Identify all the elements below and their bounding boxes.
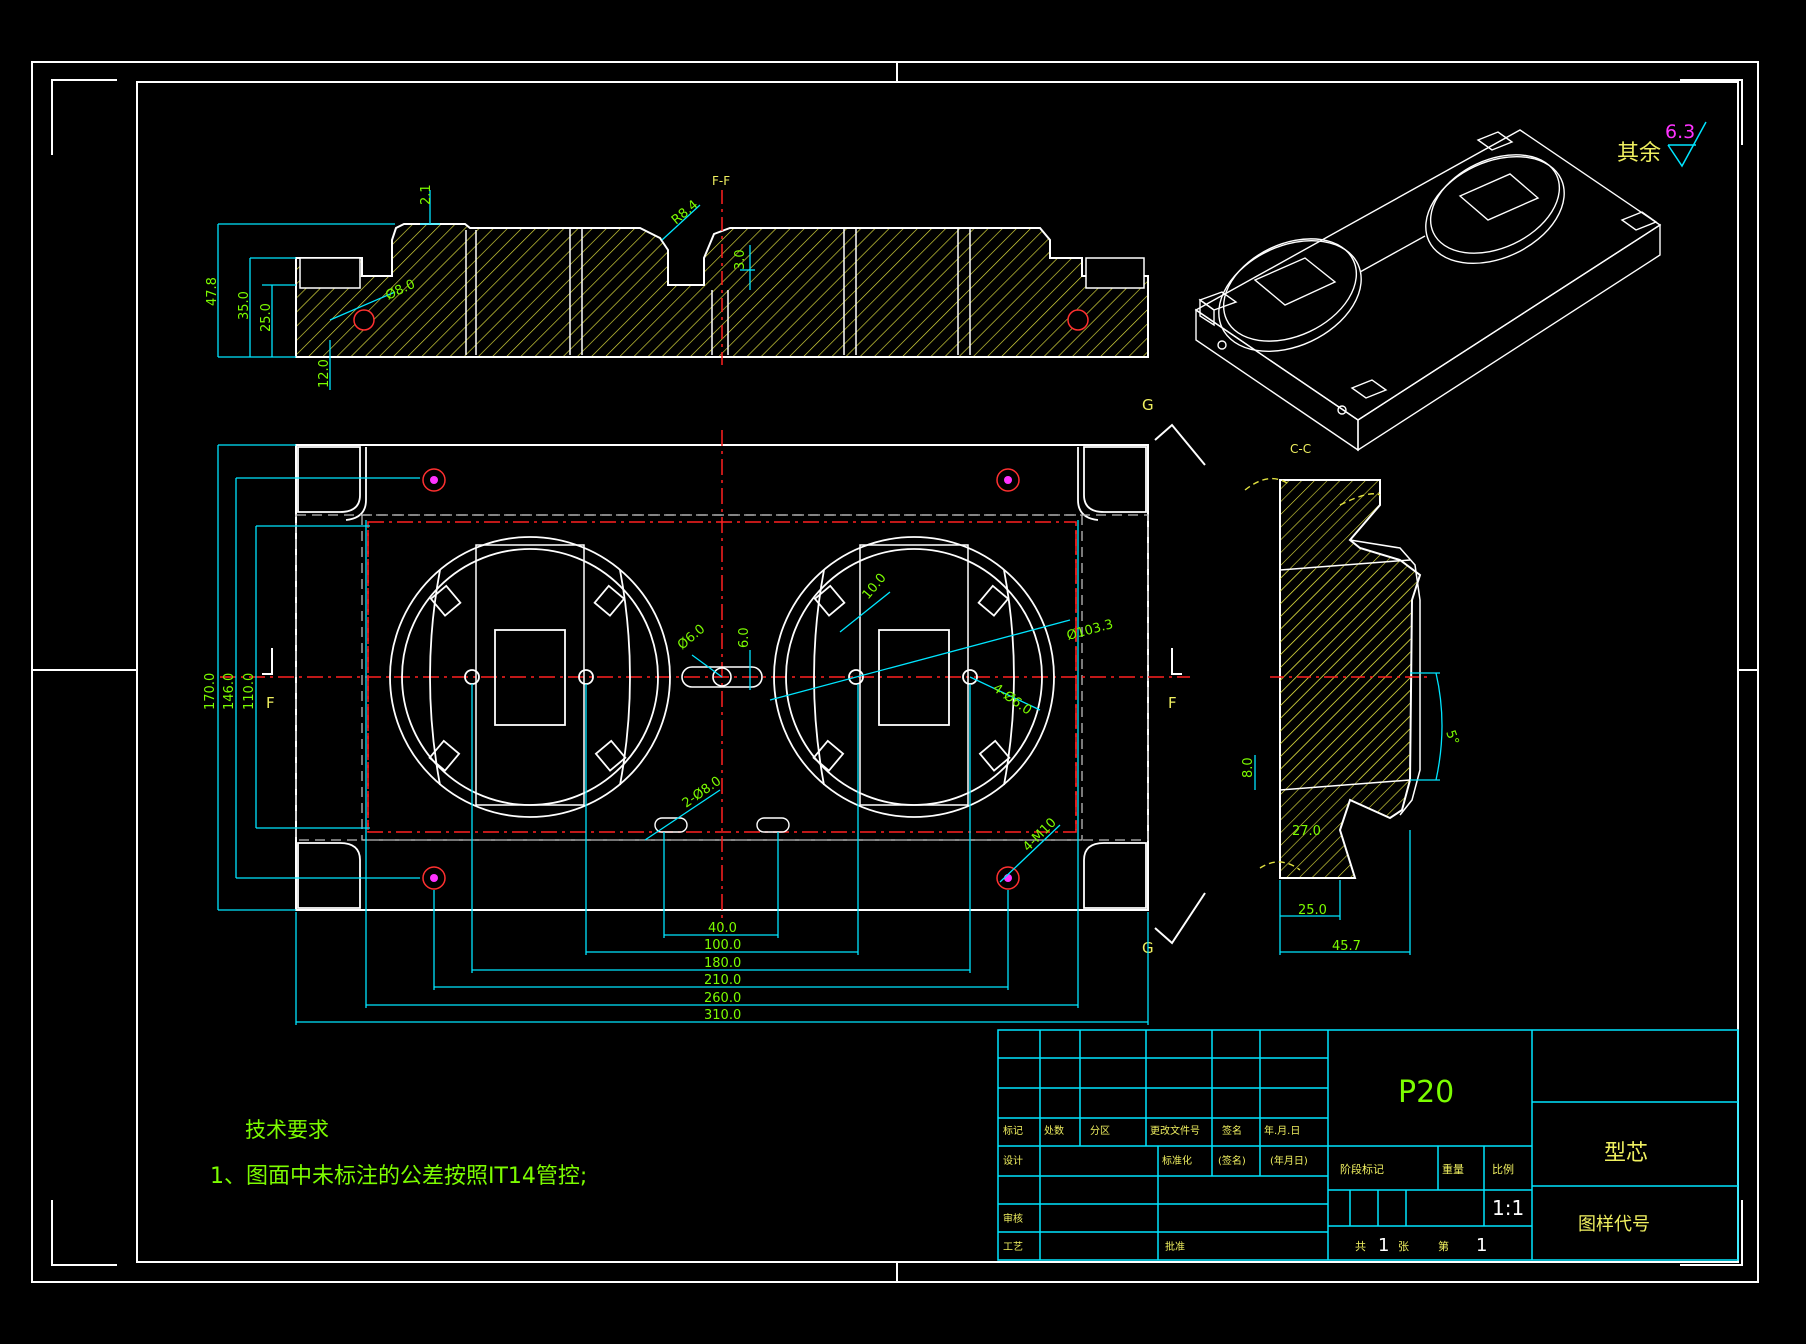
title-block-text: P20 型芯 图样代号 1:1 比例 重量 阶段标记 共 1 张 第 1 标记 … (1003, 1075, 1650, 1256)
title-standardization: 标准化 (1162, 1154, 1192, 1167)
title-design: 设计 (1003, 1154, 1023, 1167)
title-process: 工艺 (1003, 1241, 1023, 1253)
section-label-f-right: F (1168, 694, 1177, 712)
title-block (997, 1029, 1739, 1261)
dim-12-0: 12.0 (317, 359, 332, 388)
section-label-ff: F-F (712, 174, 730, 188)
dim-170: 170.0 (203, 673, 218, 710)
title-row-header-5: 签名 (1222, 1124, 1242, 1137)
title-sheet-total: 1 (1378, 1235, 1389, 1256)
section-label-g-top: G (1142, 396, 1154, 414)
roughness-symbol: 其余 6.3 (1617, 121, 1707, 168)
title-date: (年月日) (1270, 1154, 1308, 1167)
title-row-header-6: 年.月.日 (1264, 1124, 1300, 1137)
technical-requirements: 技术要求 1、图面中未标注的公差按照IT14管控; (210, 1118, 587, 1189)
dim-180: 180.0 (704, 956, 741, 971)
cc-dim-45-7: 45.7 (1332, 939, 1361, 954)
cc-dim-27: 27.0 (1292, 824, 1321, 839)
title-review: 审核 (1003, 1212, 1023, 1225)
callout-10: 10.0 (860, 571, 890, 603)
cc-dim-8: 8.0 (1241, 757, 1256, 778)
cc-dim-25: 25.0 (1298, 903, 1327, 918)
callout-2-dia-8: 2-Ø8.0 (680, 774, 725, 811)
dim-2-1: 2.1 (419, 184, 434, 205)
title-row-header-4: 更改文件号 (1150, 1124, 1200, 1137)
title-scale: 1:1 (1492, 1196, 1524, 1220)
dim-47-8: 47.8 (205, 277, 220, 306)
title-row-header-3: 分区 (1090, 1125, 1110, 1137)
dim-100: 100.0 (704, 938, 741, 953)
dim-210: 210.0 (704, 973, 741, 988)
cc-dim-angle: 5° (1442, 728, 1461, 747)
tech-req-item-1: 1、图面中未标注的公差按照IT14管控; (210, 1164, 587, 1189)
callout-4-m10: 4-M10 (1020, 815, 1059, 854)
callout-6: 6.0 (737, 627, 752, 648)
title-material: P20 (1398, 1075, 1454, 1110)
dim-146: 146.0 (222, 673, 237, 710)
title-sheet-no: 1 (1476, 1235, 1487, 1256)
title-stage-label: 阶段标记 (1340, 1162, 1384, 1176)
dim-40: 40.0 (708, 921, 737, 936)
title-sheet-no-label: 第 (1438, 1239, 1449, 1253)
plan-view: G G F F 170.0 146.0 110.0 (203, 396, 1206, 1025)
title-drawing-number-label: 图样代号 (1578, 1214, 1650, 1235)
section-ff-view: 2.1 R8.4 3.0 47.8 35.0 25.0 Ø8.0 12.0 F-… (205, 174, 1149, 390)
dim-25-0: 25.0 (259, 303, 274, 332)
dim-110: 110.0 (242, 673, 257, 710)
callout-dia-103: Ø103.3 (1065, 617, 1115, 644)
dim-r8-4: R8.4 (669, 197, 701, 228)
callout-4-dia-6: 4-Ø6.0 (990, 681, 1035, 718)
dim-260: 260.0 (704, 991, 741, 1006)
section-label-f-left: F (266, 694, 275, 712)
callout-dia-6: Ø6.0 (675, 622, 708, 653)
title-scale-label: 比例 (1492, 1162, 1514, 1176)
section-label-cc: C-C (1290, 442, 1311, 456)
dim-35-0: 35.0 (237, 291, 252, 320)
roughness-label: 其余 (1617, 141, 1661, 166)
dim-310: 310.0 (704, 1008, 741, 1023)
title-sheet-total-label: 共 (1355, 1240, 1366, 1253)
roughness-value: 6.3 (1665, 121, 1695, 143)
title-sign: (签名) (1218, 1154, 1246, 1167)
isometric-view (1194, 129, 1662, 452)
title-sheet-label: 张 (1398, 1240, 1409, 1253)
tech-req-title: 技术要求 (245, 1118, 329, 1142)
drawing-frame (31, 61, 1759, 1283)
title-row-header-2: 处数 (1044, 1124, 1064, 1137)
dim-3-0: 3.0 (733, 249, 748, 270)
title-part-name: 型芯 (1604, 1141, 1648, 1166)
title-weight-label: 重量 (1442, 1162, 1464, 1176)
title-approve: 批准 (1165, 1240, 1185, 1253)
right-cavity (773, 536, 1055, 818)
section-cc-view: C-C 8.0 27.0 25.0 45.7 5° (1241, 442, 1461, 955)
title-row-header-1: 标记 (1003, 1125, 1023, 1137)
